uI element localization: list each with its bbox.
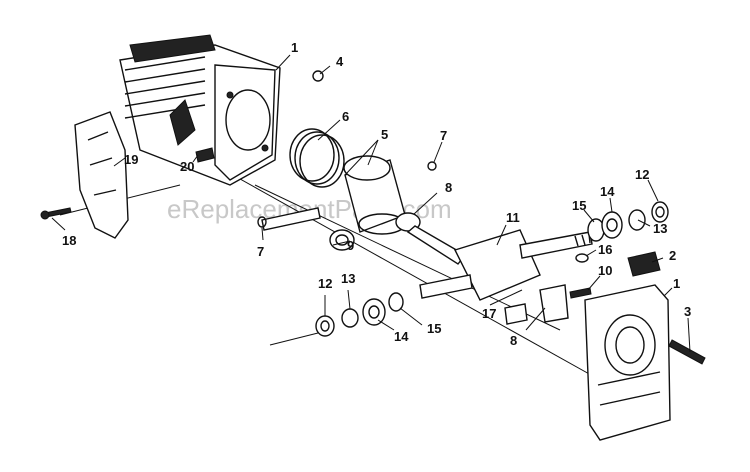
callout-9: 9 bbox=[347, 238, 354, 253]
crankshaft-part bbox=[419, 229, 593, 301]
crank-web-lower-part bbox=[504, 284, 569, 325]
connecting-rod-part bbox=[395, 212, 467, 265]
callout-13-right: 13 bbox=[653, 221, 667, 236]
callout-3: 3 bbox=[684, 304, 691, 319]
callout-17: 17 bbox=[482, 306, 496, 321]
cylinder-part bbox=[119, 34, 281, 186]
callout-7-lower: 7 bbox=[257, 244, 264, 259]
crankcase-screw-part bbox=[668, 339, 706, 365]
crankcase-part bbox=[584, 284, 671, 441]
right-bearing-seal-stack bbox=[587, 201, 669, 242]
callout-14-left: 14 bbox=[394, 329, 409, 344]
leader-lines bbox=[51, 54, 691, 353]
callout-8-lower: 8 bbox=[510, 333, 517, 348]
piston-part bbox=[343, 155, 406, 235]
shroud-cover-part bbox=[74, 111, 129, 239]
callout-7-upper: 7 bbox=[440, 128, 447, 143]
callout-5: 5 bbox=[381, 127, 388, 142]
callout-12-right: 12 bbox=[635, 167, 649, 182]
callout-15-right: 15 bbox=[572, 198, 586, 213]
stud-part bbox=[195, 147, 215, 163]
woodruff-key-part bbox=[575, 253, 589, 263]
callout-6: 6 bbox=[342, 109, 349, 124]
callout-2: 2 bbox=[669, 248, 676, 263]
piston-rings-part bbox=[289, 128, 345, 188]
callout-labels: 1 4 6 5 7 19 20 8 12 14 15 11 13 18 9 16… bbox=[62, 40, 691, 348]
callout-18: 18 bbox=[62, 233, 76, 248]
callout-11: 11 bbox=[506, 210, 520, 225]
callout-19: 19 bbox=[124, 152, 138, 167]
callout-1-cylinder: 1 bbox=[291, 40, 298, 55]
callout-15-left: 15 bbox=[427, 321, 441, 336]
callout-12-left: 12 bbox=[318, 276, 332, 291]
callout-16: 16 bbox=[598, 242, 612, 257]
callout-1-crankcase: 1 bbox=[673, 276, 680, 291]
callout-10: 10 bbox=[598, 263, 612, 278]
screw-part bbox=[40, 207, 72, 220]
callout-13-left: 13 bbox=[341, 271, 355, 286]
callout-20: 20 bbox=[180, 159, 194, 174]
callout-14-right: 14 bbox=[600, 184, 615, 199]
callout-4: 4 bbox=[336, 54, 344, 69]
left-bearing-seal-stack bbox=[315, 292, 404, 337]
circlip-part bbox=[427, 161, 437, 171]
circlip-lower-part bbox=[257, 216, 267, 228]
spacer-block-part bbox=[627, 251, 661, 277]
needle-bearing-part bbox=[329, 229, 355, 251]
callout-8-upper: 8 bbox=[445, 180, 452, 195]
bolt-part bbox=[569, 287, 592, 299]
